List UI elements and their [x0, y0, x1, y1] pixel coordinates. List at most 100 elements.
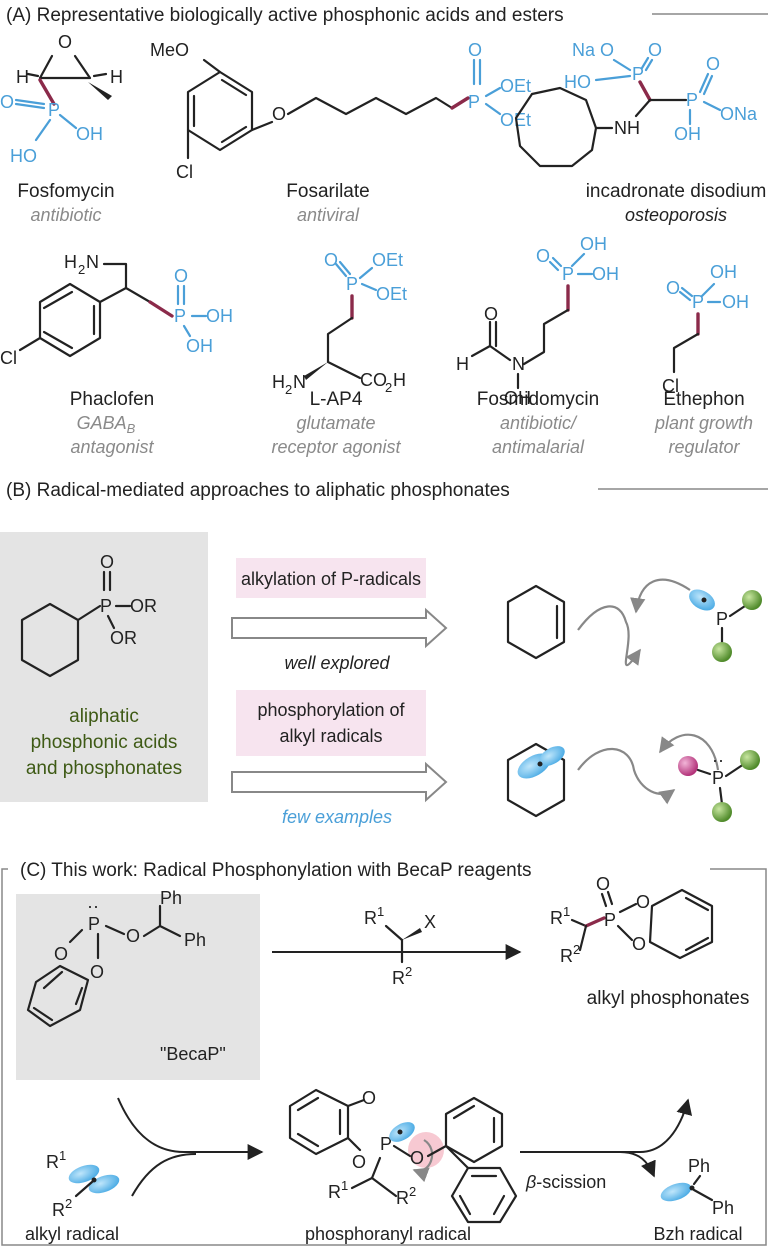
svg-text:H: H — [64, 252, 77, 272]
svg-text:R: R — [560, 946, 573, 966]
svg-text:OEt: OEt — [500, 76, 531, 96]
svg-text:O: O — [484, 304, 498, 324]
lap4-activity: glutamate — [296, 413, 375, 433]
alkyl-phosphonates-label: alkyl phosphonates — [587, 988, 750, 1009]
svg-text:MeO: MeO — [150, 40, 189, 60]
svg-text:O: O — [100, 552, 114, 572]
svg-text:P: P — [716, 609, 728, 629]
fosfomycin-structure: O H H P O OH HO — [0, 32, 123, 166]
merge-arrow-lower — [131, 1153, 197, 1197]
ethephon-activity: plant growth — [654, 413, 753, 433]
svg-text:1: 1 — [563, 904, 570, 919]
becap-structure: ·· P O O O Ph Ph — [26, 888, 206, 1028]
phaclofen-name: Phaclofen — [70, 389, 155, 410]
fosarilate-structure: MeO Cl O P O OEt OEt — [150, 40, 531, 182]
phosphorylation-pill — [236, 690, 426, 756]
phaclofen-activity: GABAB — [77, 413, 136, 436]
svg-text:Na: Na — [572, 40, 596, 60]
svg-text:OH: OH — [592, 264, 619, 284]
svg-text:O: O — [648, 40, 662, 60]
scission-arrow-down — [619, 1151, 656, 1178]
svg-text:P: P — [48, 100, 60, 120]
lap4-activity-2: receptor agonist — [271, 437, 401, 457]
beta-scission-label: β-scission — [525, 1172, 606, 1192]
svg-text:OH: OH — [186, 336, 213, 356]
svg-text:2: 2 — [405, 964, 412, 979]
svg-text:ONa: ONa — [720, 104, 758, 124]
svg-text:P: P — [174, 306, 186, 326]
svg-text:O: O — [666, 278, 680, 298]
fosmidomycin-activity-2: antimalarial — [492, 437, 585, 457]
svg-text:O: O — [362, 1088, 376, 1108]
cyclohexyl-radical-structure — [506, 742, 566, 818]
svg-text:P: P — [632, 64, 644, 84]
svg-text:O: O — [468, 40, 482, 60]
svg-text:OR: OR — [110, 628, 137, 648]
fosmidomycin-name: Fosmidomycin — [477, 389, 599, 410]
alkylation-pill — [236, 558, 426, 598]
fosfomycin-activity: antibiotic — [30, 205, 101, 225]
section-b-title: (B) Radical-mediated approaches to aliph… — [6, 480, 510, 501]
ethephon-activity-2: regulator — [668, 437, 740, 457]
svg-text:O: O — [706, 54, 720, 74]
phosphorylation-pill-line-2: alkyl radicals — [279, 726, 382, 746]
svg-text:H: H — [110, 67, 123, 87]
box-label-line-3: and phosphonates — [26, 758, 182, 779]
svg-text:R: R — [364, 908, 377, 928]
svg-text:2: 2 — [573, 942, 580, 957]
alkylation-pill-text: alkylation of P-radicals — [241, 569, 421, 589]
svg-text:OEt: OEt — [376, 284, 407, 304]
well-explored-caption: well explored — [284, 653, 390, 673]
svg-text:O: O — [272, 104, 286, 124]
few-examples-caption: few examples — [282, 807, 392, 827]
svg-text:Ph: Ph — [160, 888, 182, 908]
svg-text:Cl: Cl — [176, 162, 193, 182]
svg-text:P: P — [468, 92, 480, 112]
svg-text:OR: OR — [130, 596, 157, 616]
svg-text:P: P — [88, 914, 100, 934]
phosphite-structure: ·· P — [678, 750, 760, 822]
svg-text:O: O — [536, 246, 550, 266]
svg-text:OEt: OEt — [372, 250, 403, 270]
svg-text:2: 2 — [385, 380, 392, 395]
svg-text:O: O — [58, 32, 72, 52]
svg-text:H: H — [456, 354, 469, 374]
lap4-name: L-AP4 — [310, 389, 363, 410]
svg-text:OH: OH — [710, 262, 737, 282]
svg-text:OH: OH — [580, 234, 607, 254]
svg-text:··: ·· — [712, 750, 724, 770]
svg-text:2: 2 — [65, 1196, 72, 1211]
merge-arrow — [117, 1097, 264, 1160]
alkyl-phosphonate-structure: R 1 P O R 2 O O — [550, 874, 714, 966]
svg-text:P: P — [712, 768, 724, 788]
svg-text:O: O — [126, 926, 140, 946]
fosmidomycin-structure: O P OH OH N O H OH — [456, 234, 619, 408]
svg-text:P: P — [346, 274, 358, 294]
incadronate-name: incadronate disodium — [586, 181, 767, 202]
svg-text:1: 1 — [377, 904, 384, 919]
svg-text:P: P — [604, 910, 616, 930]
svg-text:X: X — [424, 912, 436, 932]
curve-arrow-bottom — [659, 733, 720, 771]
box-label-line-2: phosphonic acids — [31, 732, 178, 753]
svg-text:R: R — [396, 1188, 409, 1208]
alkyl-halide-structure: R 1 X R 2 — [364, 904, 436, 988]
bzh-radical-label: Bzh radical — [653, 1224, 742, 1244]
svg-text:R: R — [46, 1152, 59, 1172]
svg-text:OH: OH — [206, 306, 233, 326]
svg-text:··: ·· — [87, 896, 99, 916]
svg-text:N: N — [293, 372, 306, 392]
fosarilate-name: Fosarilate — [286, 181, 369, 202]
section-c-title: (C) This work: Radical Phosphonylation w… — [20, 860, 532, 881]
attack-arrow-top — [577, 605, 641, 667]
svg-text:Cl: Cl — [0, 348, 17, 368]
phosphoranyl-radical-structure: O O P O R 1 R 2 — [288, 1088, 518, 1224]
svg-text:P: P — [562, 264, 574, 284]
svg-text:P: P — [692, 292, 704, 312]
svg-text:O: O — [600, 40, 614, 60]
svg-text:R: R — [328, 1182, 341, 1202]
svg-text:H: H — [393, 370, 406, 390]
p-radical-structure: P — [689, 589, 762, 662]
ethephon-name: Ethephon — [663, 389, 744, 410]
svg-text:OH: OH — [674, 124, 701, 144]
